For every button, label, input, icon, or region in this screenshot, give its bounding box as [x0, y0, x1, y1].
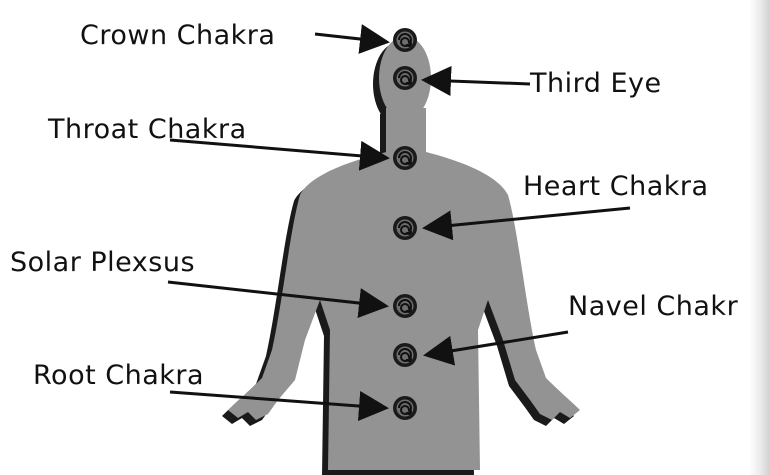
- navel-chakra-spiral: [393, 343, 417, 367]
- third-eye-label: Third Eye: [530, 70, 662, 97]
- throat-chakra-spiral: [393, 146, 417, 170]
- page-edge-shadow: [749, 0, 769, 475]
- solar-plexus-label: Solar Plexsus: [10, 249, 195, 276]
- root-chakra-spiral: [393, 396, 417, 420]
- throat-chakra-label: Throat Chakra: [48, 116, 247, 143]
- root-chakra-label: Root Chakra: [33, 362, 204, 389]
- third-eye-spiral: [393, 66, 417, 90]
- solar-plexus-spiral: [393, 294, 417, 318]
- crown-chakra-spiral: [393, 28, 417, 52]
- crown-arrow: [315, 34, 387, 42]
- crown-chakra-label: Crown Chakra: [80, 22, 275, 49]
- heart-chakra-label: Heart Chakra: [523, 173, 709, 200]
- third-eye-arrow: [424, 80, 530, 84]
- heart-chakra-spiral: [393, 216, 417, 240]
- navel-chakra-label: Navel Chakr: [568, 293, 738, 320]
